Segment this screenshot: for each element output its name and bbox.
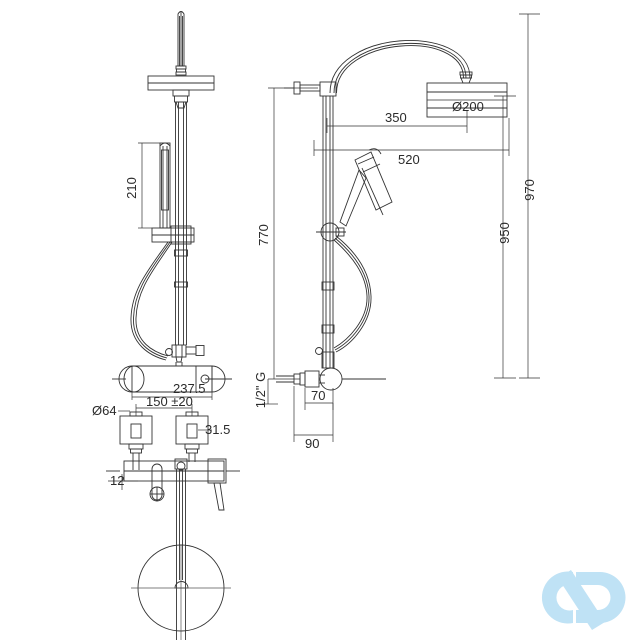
hand-shower-holder-side bbox=[316, 222, 346, 242]
dimension-labels: 210 237.5 150 ±20 Ø64 31.5 12 Ø200 350 5… bbox=[92, 99, 537, 488]
dimension-520: 520 bbox=[398, 152, 420, 167]
head-shower-arm bbox=[177, 11, 185, 67]
head-shower-curved-arm bbox=[329, 40, 471, 94]
dimension-237-5: 237.5 bbox=[173, 381, 206, 396]
front-dimension-lines bbox=[108, 142, 213, 490]
front-view bbox=[106, 11, 240, 640]
side-view bbox=[262, 13, 540, 442]
dimension-d64: Ø64 bbox=[92, 403, 117, 418]
head-shower-union bbox=[172, 89, 190, 109]
dimension-31-5: 31.5 bbox=[205, 422, 230, 437]
hand-shower-side bbox=[339, 148, 393, 227]
dimension-150-tol: 150 ±20 bbox=[146, 394, 193, 409]
head-shower-nut bbox=[175, 65, 187, 76]
shower-hose-side bbox=[333, 235, 372, 353]
lower-riser-front bbox=[176, 469, 186, 580]
dimension-90: 90 bbox=[305, 436, 319, 451]
side-dimension-lines bbox=[262, 13, 540, 442]
dimension-d200: Ø200 bbox=[452, 99, 484, 114]
shower-hose-front bbox=[130, 241, 173, 361]
dimension-950: 950 bbox=[497, 222, 512, 244]
dimension-350: 350 bbox=[385, 110, 407, 125]
dimension-770: 770 bbox=[256, 224, 271, 246]
slider-bracket bbox=[151, 225, 195, 245]
dimension-thread-half-inch: 1/2" G bbox=[253, 372, 268, 408]
dimension-70: 70 bbox=[311, 388, 325, 403]
front-centerlines bbox=[131, 545, 231, 640]
dimension-970: 970 bbox=[522, 179, 537, 201]
lower-mixer-front bbox=[106, 458, 240, 511]
dimension-12: 12 bbox=[110, 473, 124, 488]
dimension-210: 210 bbox=[124, 177, 139, 199]
cd-logo bbox=[541, 570, 626, 630]
riser-rail bbox=[174, 102, 188, 345]
